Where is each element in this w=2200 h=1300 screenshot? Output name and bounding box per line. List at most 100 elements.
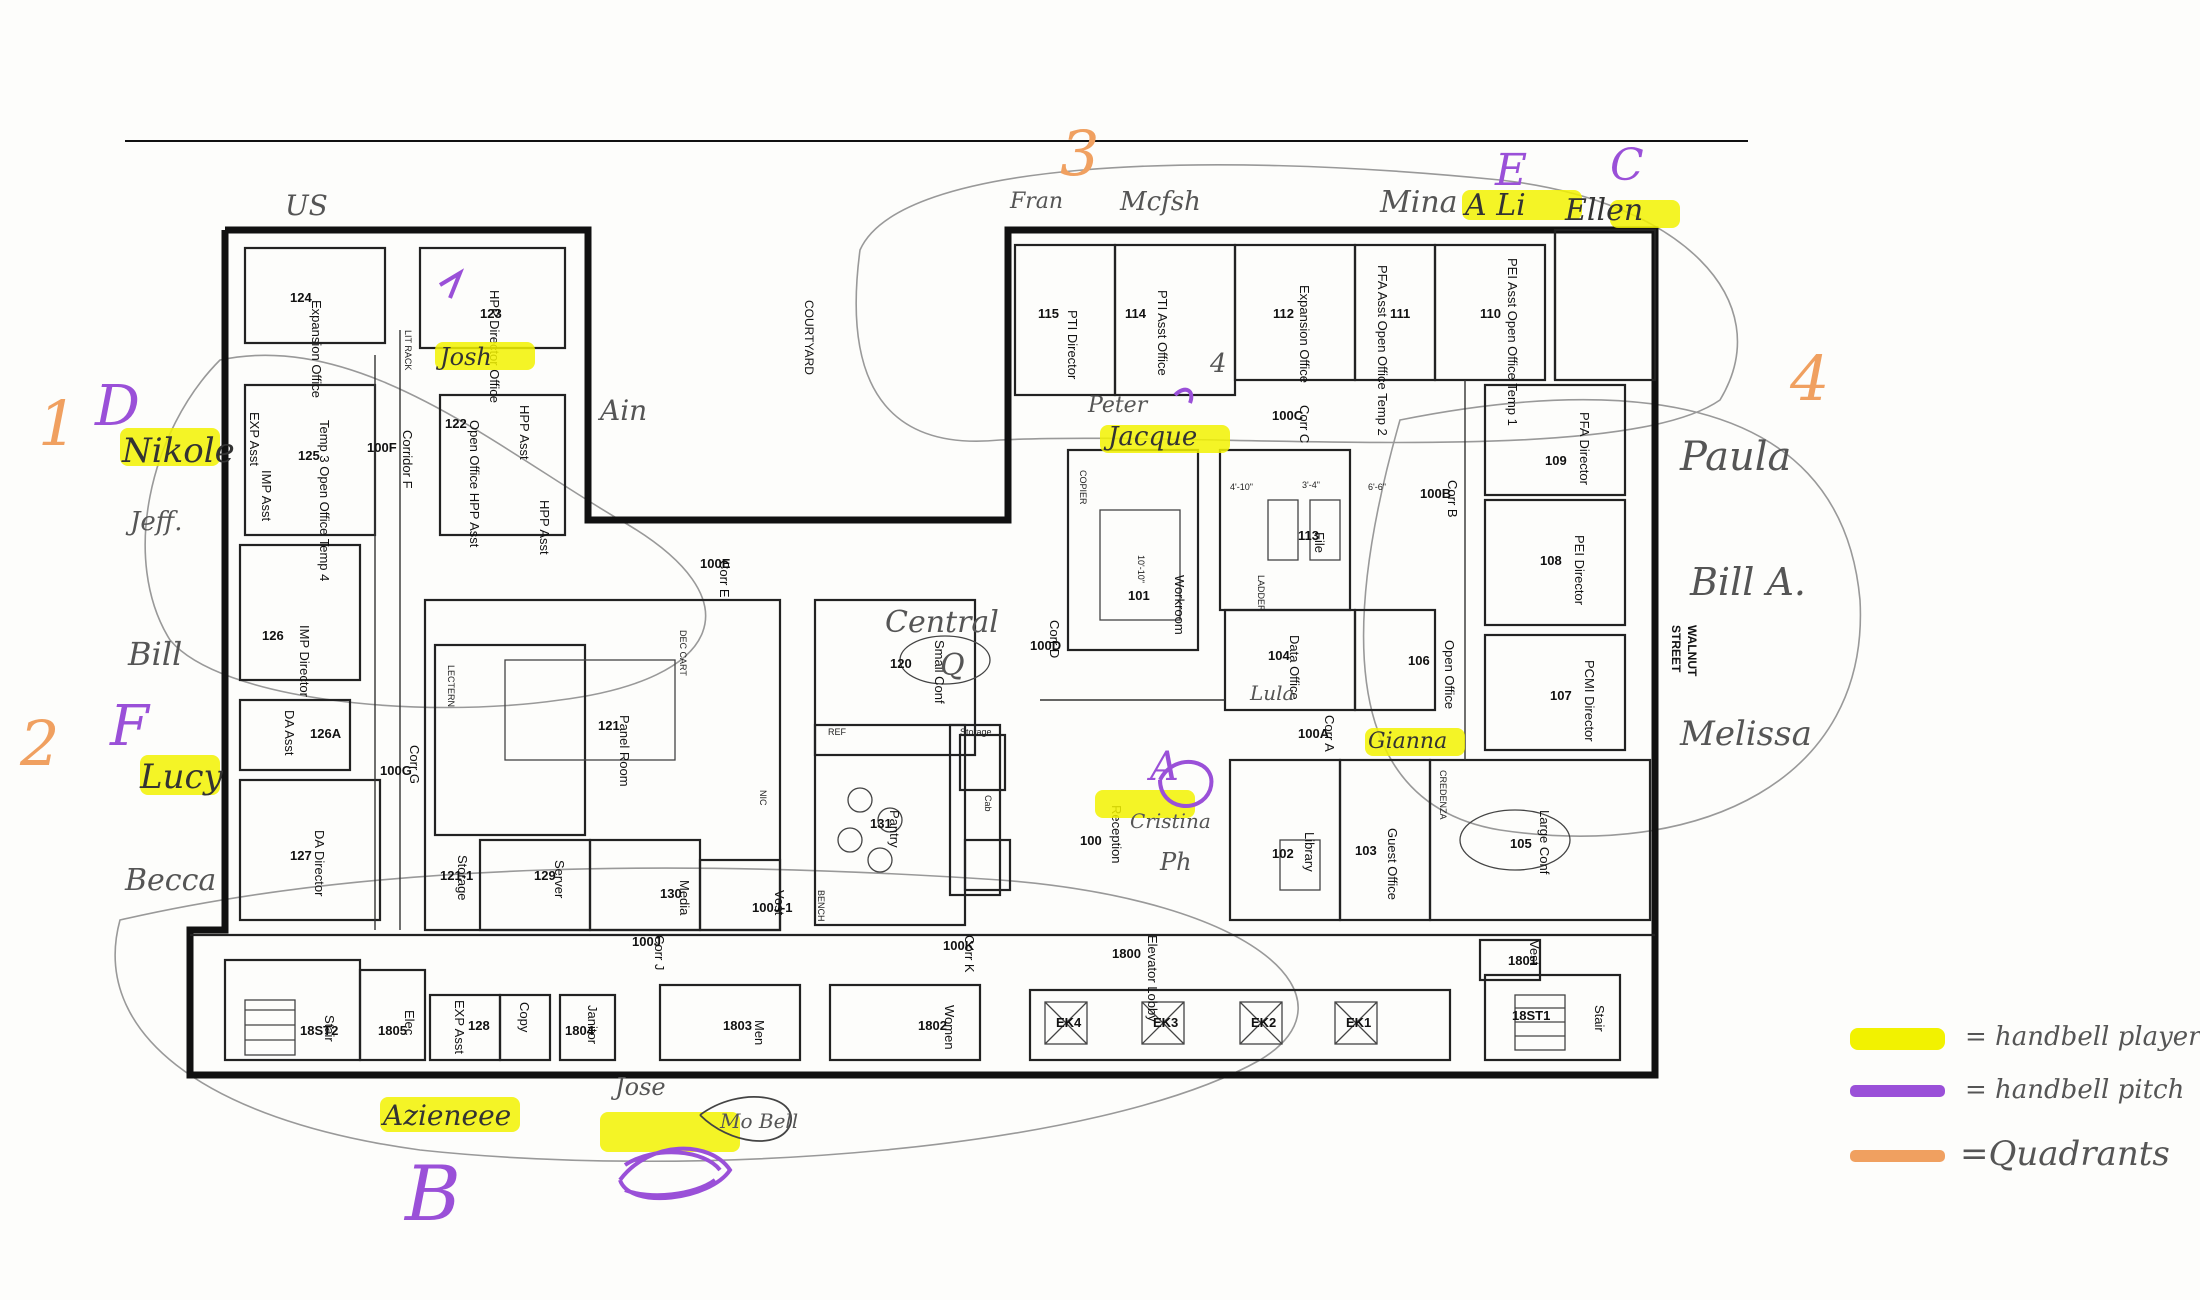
label-100k: Corr K: [962, 935, 977, 973]
label-131: Pantry: [887, 810, 902, 848]
label-112: Expansion Office: [1297, 285, 1312, 383]
letter-d: D: [94, 374, 140, 439]
name-us: US: [285, 189, 328, 222]
name-lucy: Lucy: [139, 757, 224, 797]
letter-a: A: [1146, 744, 1179, 790]
num-121: 121: [598, 718, 620, 733]
name-fran: Fran: [1009, 189, 1063, 214]
name-ain: Ain: [597, 394, 647, 427]
letter-b: B: [403, 1149, 461, 1238]
num-100g: 100G: [380, 763, 412, 778]
label-108: PEI Director: [1572, 535, 1587, 606]
dec-cart-label: DEC CART: [678, 630, 688, 676]
name-cristina: Cristina: [1130, 809, 1211, 833]
name-mina: Mina: [1379, 185, 1458, 220]
legend-label-player: = handbell player: [1965, 1022, 2200, 1052]
ek1: EK1: [1346, 1015, 1371, 1030]
letter-c: C: [1610, 140, 1644, 191]
label-100d: Corr D: [1047, 620, 1062, 658]
num-123: 123: [480, 306, 502, 321]
label-109: PFA Director: [1577, 412, 1592, 486]
num-127: 127: [290, 848, 312, 863]
num-125: 125: [298, 448, 320, 463]
label-106: Open Office: [1442, 640, 1457, 709]
num-110: 110: [1480, 306, 1501, 321]
num-109: 109: [1545, 453, 1567, 468]
name-ali: A Li: [1462, 188, 1526, 223]
num-1803: 1803: [723, 1018, 752, 1033]
label-101: Workroom: [1172, 575, 1187, 635]
dim4-label: 6'-6": [1368, 482, 1386, 492]
num-114: 114: [1125, 306, 1147, 321]
num-18st2: 18ST2: [300, 1023, 338, 1038]
furniture: [837, 499, 1571, 891]
name-central: Central: [885, 605, 999, 640]
num-1804: 1804: [565, 1023, 595, 1038]
label-111: PFA Asst Open Office Temp 2: [1375, 265, 1390, 436]
name-ellen: Ellen: [1564, 193, 1643, 228]
legend-label-pitch: = handbell pitch: [1965, 1075, 2184, 1105]
street-label: STREET: [1669, 625, 1683, 673]
num-126: 126: [262, 628, 284, 643]
credenza-label: CREDENZA: [1438, 770, 1448, 820]
label-1801: Vest: [1527, 940, 1542, 966]
legend-swatch-player: [1850, 1028, 1945, 1050]
num-100c: 100C: [1272, 408, 1304, 423]
label-120: Small Conf: [932, 640, 947, 704]
name-jose: Jose: [610, 1073, 666, 1101]
num-1800: 1800: [1112, 946, 1141, 961]
quadrant-4: 4: [1789, 342, 1829, 415]
label-exp: EXP Asst: [247, 412, 262, 466]
num-126a: 126A: [310, 726, 342, 741]
ladder-label: LADDER: [1256, 575, 1266, 612]
left-wing: [238, 246, 567, 930]
name-mo-bell: Mo Bell: [719, 1109, 798, 1133]
num-131: 131: [870, 816, 892, 831]
label-122: Open Office HPP Asst: [467, 420, 482, 548]
ek2: EK2: [1251, 1015, 1276, 1030]
name-bill: Bill: [127, 635, 182, 673]
label-105: Large Conf: [1537, 810, 1552, 875]
copier-label: COPIER: [1078, 470, 1088, 505]
num-102: 102: [1272, 846, 1294, 861]
ref-label: REF: [828, 727, 847, 737]
lt-rack-label: LIT RACK: [403, 330, 413, 370]
label-100g: Corr G: [407, 745, 422, 784]
storage-label: Storage: [960, 727, 992, 737]
name-nikole: Nikole: [121, 431, 235, 471]
label-103: Guest Office: [1385, 828, 1400, 900]
label-104: Data Office: [1287, 635, 1302, 700]
pencil-ph: Ph: [1159, 848, 1192, 876]
num-121-1: 121-1: [440, 868, 473, 883]
num-100j: 100J: [632, 934, 661, 949]
label-121-1: Storage: [455, 855, 470, 901]
cab-label: Cab: [983, 795, 993, 812]
label-114: PTI Asst Office: [1155, 290, 1170, 376]
label-1804: Janitor: [585, 1005, 600, 1045]
name-gianna: Gianna: [1368, 729, 1447, 754]
right-wing: [1013, 243, 1652, 922]
legend-swatch-quadrants: [1850, 1150, 1945, 1162]
num-108: 108: [1540, 553, 1562, 568]
num-104: 104: [1268, 648, 1290, 663]
lectern-label: LECTERN: [446, 665, 456, 707]
num-115: 115: [1038, 306, 1059, 321]
label-1800: Elevator Lobby: [1145, 935, 1160, 1022]
num-105: 105: [1510, 836, 1532, 851]
label-1803: Men: [752, 1020, 767, 1045]
bench-label: BENCH: [816, 890, 826, 922]
num-100b: 100B: [1420, 486, 1451, 501]
name-becca: Becca: [124, 863, 216, 898]
label-hppasst: HPP Asst: [517, 405, 532, 460]
num-112: 112: [1273, 306, 1294, 321]
label-100e: Corr E: [717, 560, 732, 598]
bottom-band: [190, 933, 1655, 1062]
label-124: Expansion Office: [309, 300, 324, 398]
num-100d: 100D: [1030, 638, 1061, 653]
num-103: 103: [1355, 843, 1377, 858]
num-1802: 1802: [918, 1018, 947, 1033]
letter-annotations: D F E C B A: [94, 140, 1644, 1238]
num-129: 129: [534, 868, 556, 883]
label-100j: Corr J: [652, 935, 667, 970]
num-18st1: 18ST1: [1512, 1008, 1550, 1023]
